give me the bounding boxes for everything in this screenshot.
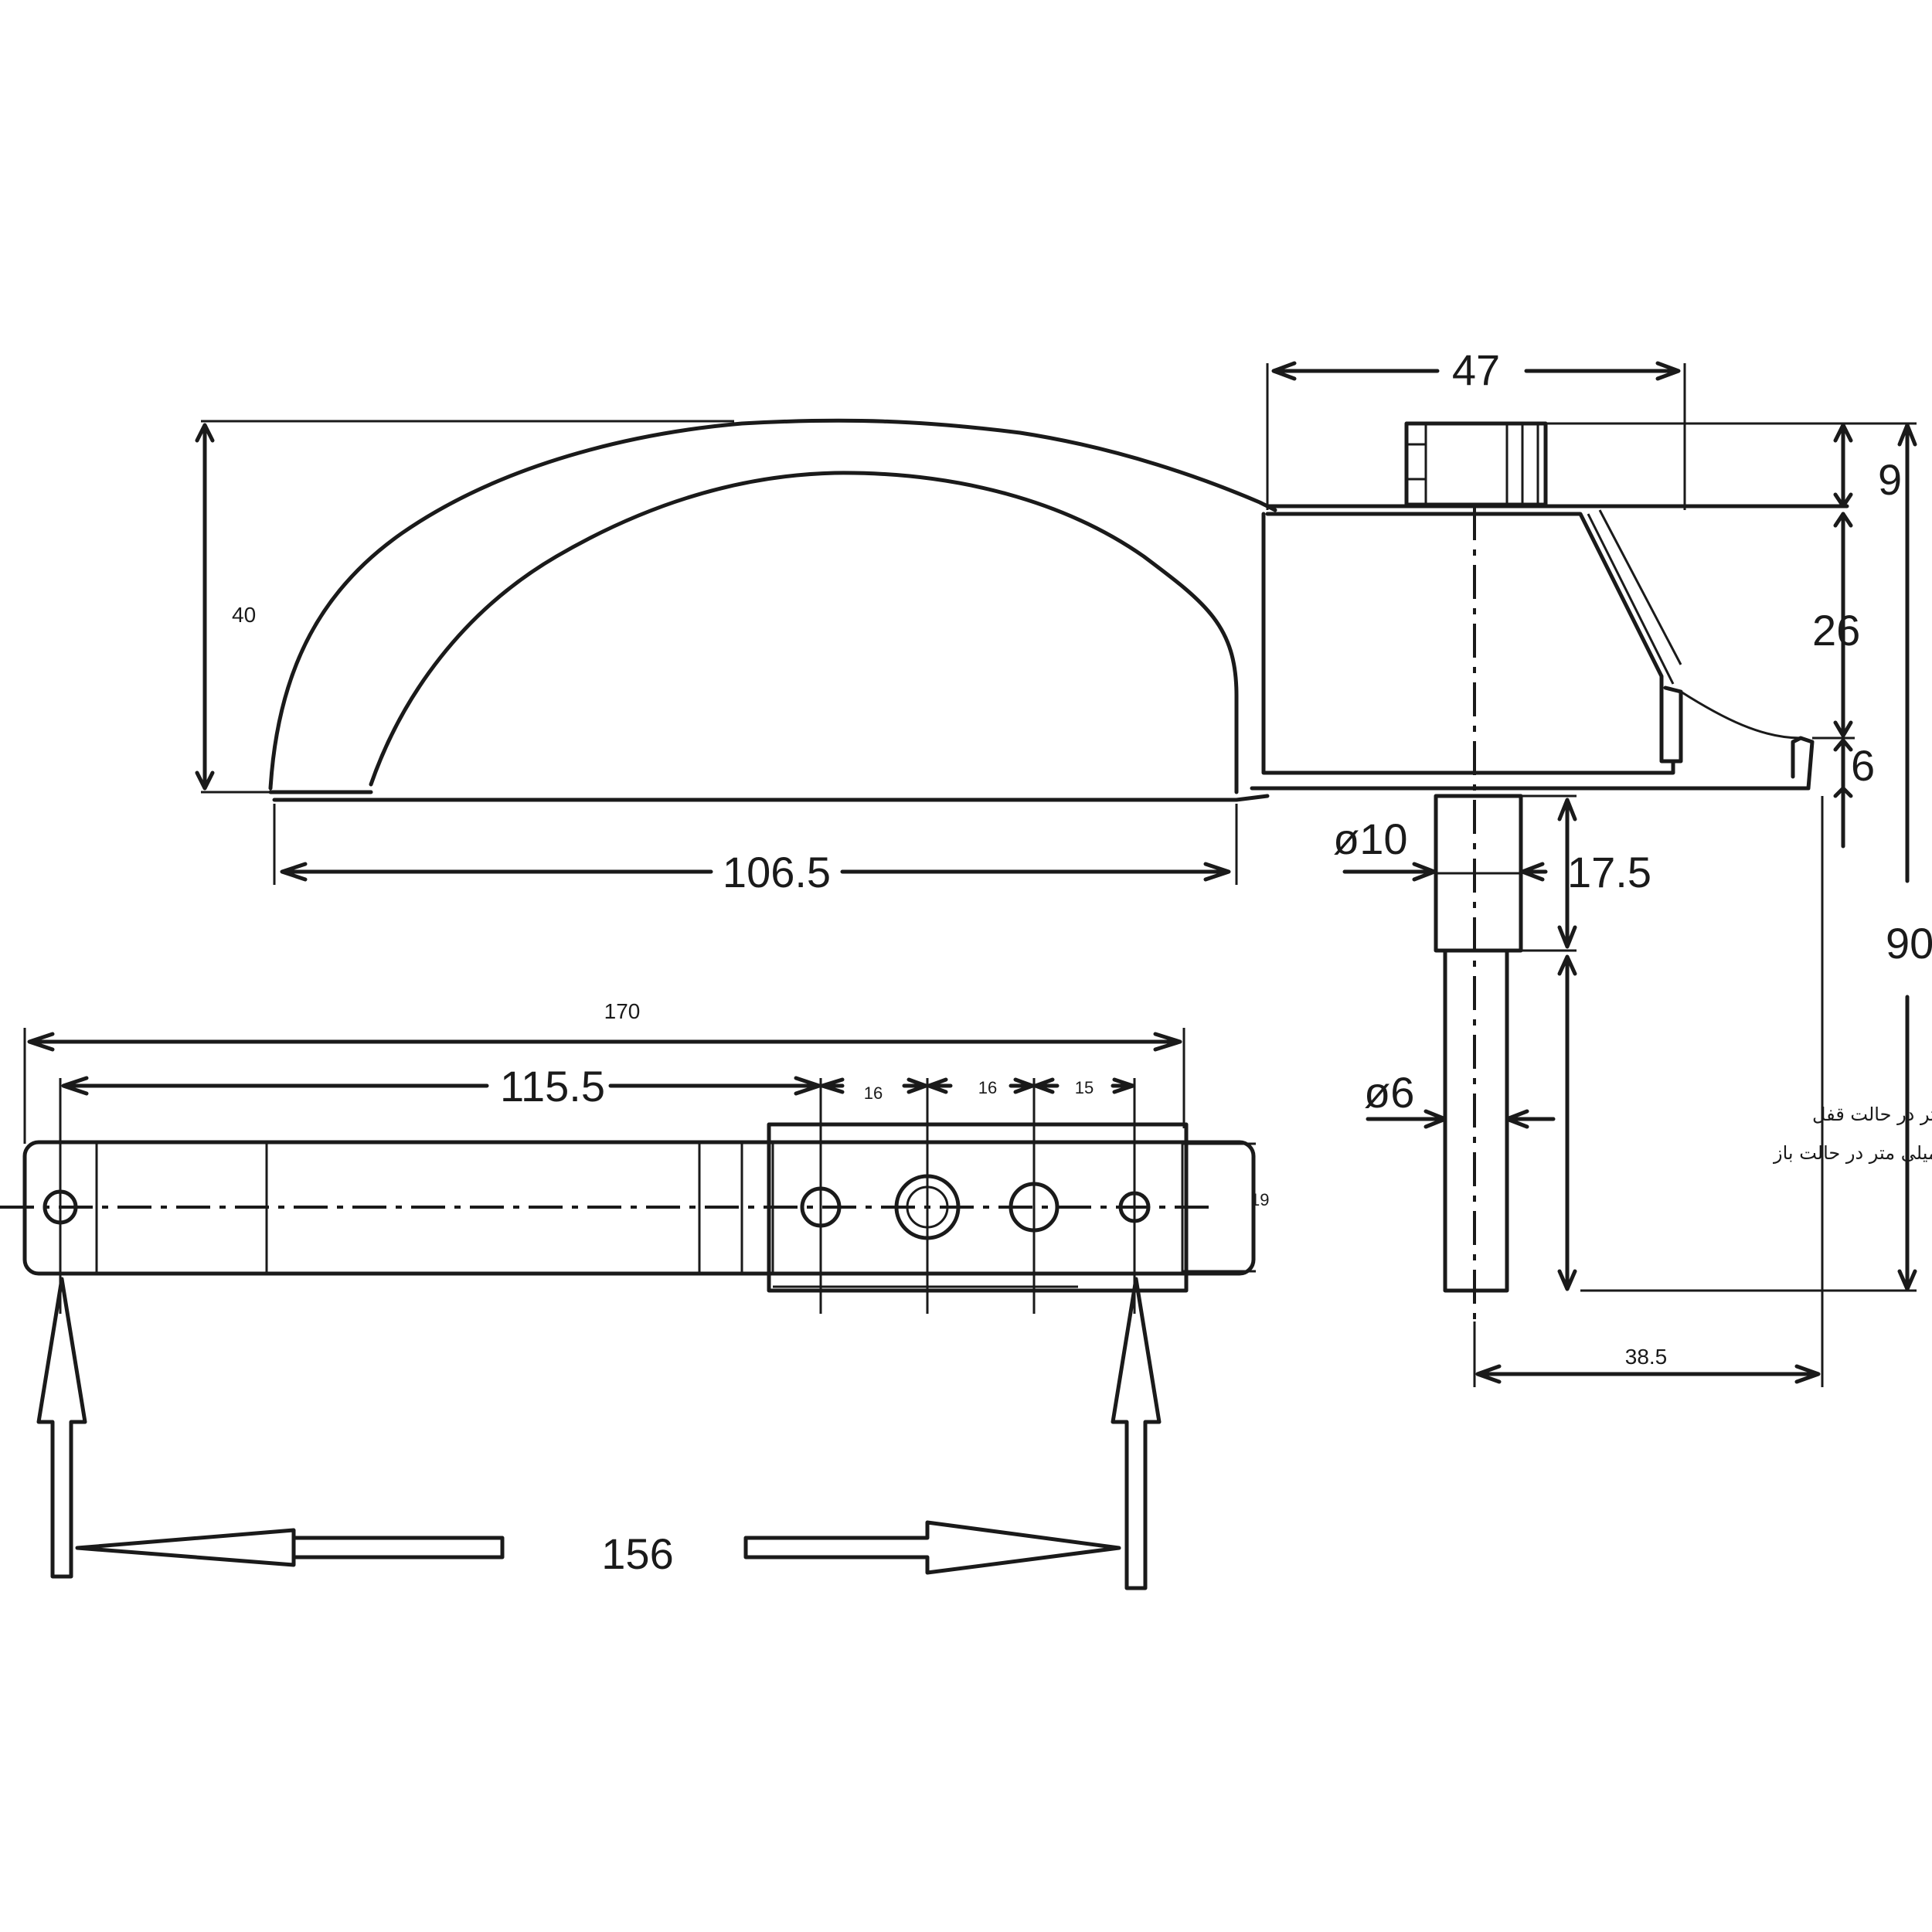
- dim115-arrows: [61, 1076, 821, 1096]
- dim-26: 26: [1812, 606, 1860, 655]
- note-open: ده میلی متر در حالت باز: [1773, 1142, 1932, 1164]
- dim-90: 90: [1886, 919, 1932, 968]
- dim170-arrows: [27, 1032, 1182, 1052]
- dim-15: 15: [1075, 1078, 1094, 1097]
- dim-19: 19: [1250, 1190, 1269, 1209]
- lock-slope-curve: [1680, 690, 1801, 740]
- dim106-arrows: [280, 862, 1231, 882]
- lock-body-side-view: 47 9 26 6 90 ø10 17.5 ø6: [1250, 345, 1932, 1387]
- handle-side-view: 40 106.5: [195, 418, 1277, 896]
- dia10-arrows: [1412, 862, 1545, 882]
- up-arrow-right: [1111, 1277, 1162, 1590]
- dim-156-group: 156: [36, 1277, 1162, 1590]
- lock-body-box: [1261, 512, 1675, 775]
- dim-9: 9: [1878, 455, 1902, 504]
- dia6-arrows: [1423, 1109, 1529, 1129]
- lock-base-plate: [1250, 736, 1815, 791]
- dim-9-26-6-arrows: [1833, 423, 1853, 798]
- top-view: 170 115.5 16 16 15 19: [0, 999, 1269, 1314]
- dim-47: 47: [1452, 345, 1500, 394]
- lock-body-slope-hatch: [1587, 509, 1682, 685]
- note-locked: هیجده میلی متر در حالت قفل: [1812, 1104, 1932, 1125]
- dim-dia10: ø10: [1333, 815, 1408, 863]
- right-arrow: [743, 1520, 1121, 1575]
- dim-40: 40: [232, 603, 256, 627]
- handle-outer-profile: [268, 418, 1277, 791]
- dim40-arrows: [195, 423, 215, 791]
- dim-16-16-15-arrows: [820, 1077, 1135, 1094]
- dim-38-5: 38.5: [1625, 1345, 1668, 1369]
- dim-16b: 16: [978, 1078, 997, 1097]
- stroke-dim-arrows: [1557, 954, 1577, 1291]
- left-arrow: [75, 1528, 505, 1567]
- handle-base-line: [268, 790, 1270, 802]
- up-arrow-left: [36, 1277, 87, 1579]
- dim-17-5: 17.5: [1567, 848, 1651, 896]
- hole-centerlines: [59, 1078, 1136, 1314]
- dim17-arrows: [1557, 798, 1577, 949]
- dim47-arrows: [1271, 361, 1681, 381]
- lock-top-cap: [1404, 421, 1548, 507]
- dim-dia6: ø6: [1364, 1068, 1414, 1117]
- dim38-arrows: [1475, 1364, 1821, 1384]
- dim-16a: 16: [864, 1083, 883, 1103]
- dim-6: 6: [1851, 741, 1875, 790]
- dim-156: 156: [601, 1529, 673, 1578]
- handle-inner-profile: [369, 471, 1239, 794]
- dim90-arrows: [1897, 423, 1917, 1291]
- lock-cap-grooves: [1406, 423, 1539, 505]
- dim-115-5: 115.5: [500, 1062, 605, 1111]
- dim-106-5: 106.5: [723, 848, 831, 896]
- dim-170: 170: [604, 999, 641, 1023]
